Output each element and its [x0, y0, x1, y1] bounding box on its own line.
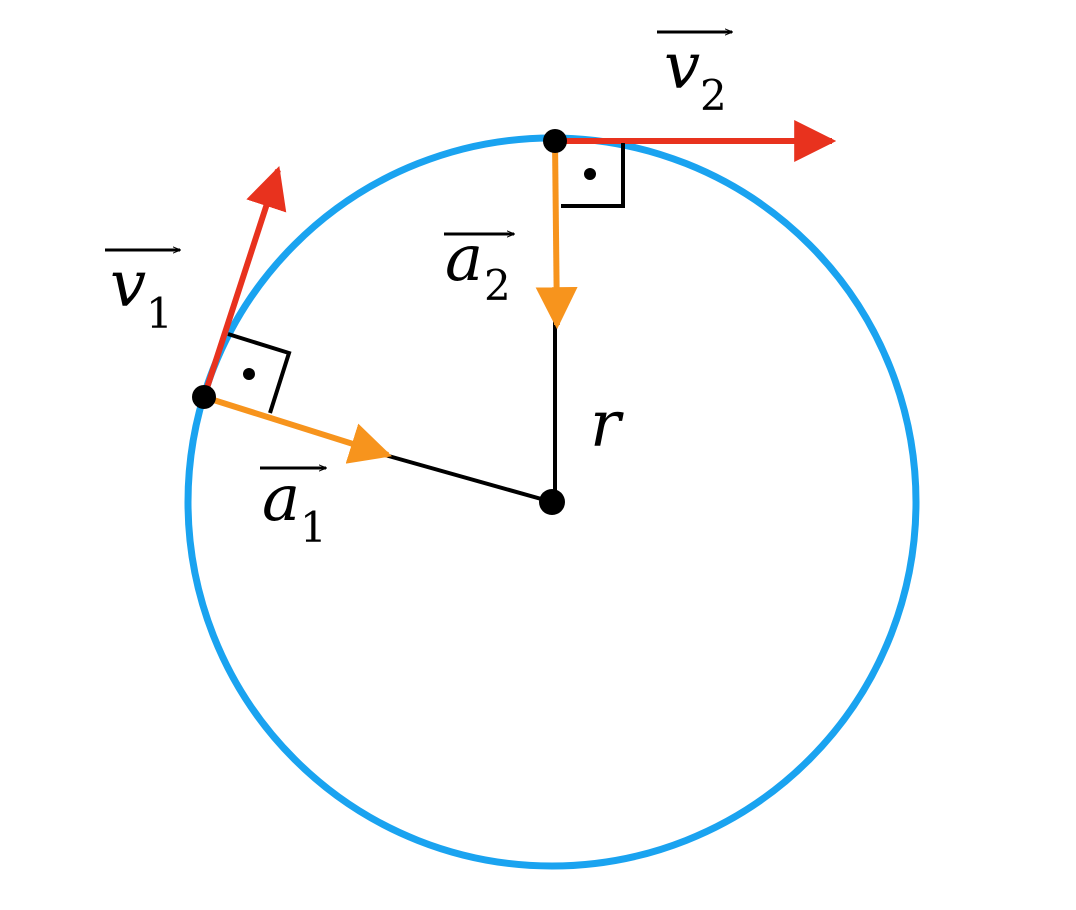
label-v2-symbol: v: [664, 30, 700, 104]
label-a1: a 1: [260, 462, 327, 552]
radius-line-1: [384, 453, 553, 504]
label-a2-subscript: 2: [484, 261, 511, 310]
label-v1: v 1: [105, 248, 180, 338]
label-v1-symbol: v: [110, 248, 146, 322]
label-v1-subscript: 1: [146, 289, 173, 338]
acceleration-vector-2: [535, 140, 578, 330]
label-v2: v 2: [657, 30, 732, 120]
label-a1-subscript: 1: [300, 503, 327, 552]
label-v2-subscript: 2: [700, 71, 727, 120]
velocity-vector-1: [201, 166, 287, 398]
label-a1-symbol: a: [262, 462, 300, 536]
right-angle-marker-1: [227, 332, 292, 414]
acceleration-vector-1: [203, 394, 393, 464]
position-point-2: [543, 129, 567, 153]
label-a2-symbol: a: [445, 222, 483, 296]
right-angle-marker-2: [561, 143, 625, 208]
label-radius: r: [590, 388, 624, 462]
label-a2: a 2: [444, 222, 514, 310]
center-point: [539, 489, 565, 515]
position-point-1: [192, 385, 216, 409]
